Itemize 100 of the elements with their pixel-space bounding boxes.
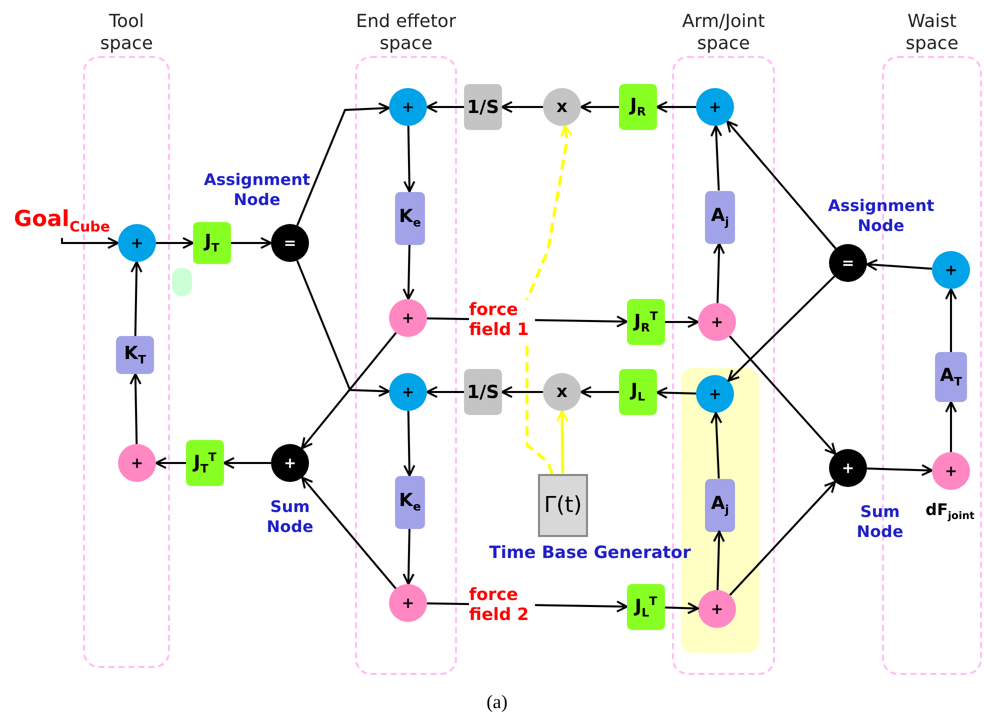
summing-node [389, 88, 427, 126]
arrow [301, 476, 397, 590]
operator-symbol: = [842, 254, 854, 272]
gain-block [705, 190, 735, 244]
arrow [728, 276, 836, 382]
operator-symbol: x [556, 97, 568, 117]
operator-symbol: + [130, 234, 144, 252]
arrow [580, 386, 619, 398]
gain-block [619, 84, 657, 130]
arrow [580, 101, 619, 113]
block-label: J$_{T}$ [204, 231, 220, 255]
block-label: J$_{L}$ [630, 380, 646, 404]
block-label: K$_{e}$ [399, 490, 421, 514]
arrow [501, 386, 543, 398]
summing-node [932, 452, 970, 490]
arrow [61, 237, 119, 249]
operator-symbol: = [284, 234, 296, 252]
arrow [866, 258, 932, 271]
block-label: J$_{R}$ [630, 95, 646, 119]
summing-node [389, 584, 427, 622]
arrow [130, 373, 142, 444]
summing-node [829, 244, 867, 282]
arrow [402, 528, 415, 585]
block-label: A$_{j}$ [711, 205, 729, 229]
generator-block [538, 474, 588, 536]
arrow [866, 464, 933, 476]
arrow [710, 412, 722, 479]
arrow [402, 244, 415, 300]
gain-block [395, 192, 425, 244]
summing-node [932, 251, 970, 289]
arrow [945, 401, 957, 452]
block-label: K$_{T}$ [124, 343, 146, 367]
arrow [156, 237, 194, 249]
operator-symbol: + [402, 309, 414, 327]
integrator-block [464, 84, 502, 130]
gain-block [627, 584, 665, 630]
operator-symbol: + [710, 313, 724, 331]
gain-block [395, 476, 425, 528]
operator-symbol: + [402, 383, 414, 401]
arrow [656, 386, 696, 399]
gain-block [935, 352, 967, 402]
arrow [729, 480, 836, 596]
arrow [296, 260, 390, 397]
operator-symbol: + [130, 454, 144, 472]
arrow [296, 102, 390, 226]
arrow [945, 288, 957, 352]
gain-block [186, 440, 224, 486]
node-caption: Time Base Generator [488, 543, 692, 563]
gain-block [619, 369, 657, 415]
arrow [556, 410, 568, 474]
gain-block [193, 222, 231, 264]
operator-symbol: + [402, 98, 414, 116]
arrow [728, 335, 836, 455]
summing-node [698, 590, 736, 628]
dashed-arrow [526, 124, 572, 474]
edge-label: force field 1 [468, 300, 535, 340]
operator-symbol: + [402, 594, 414, 612]
arrow [130, 261, 142, 336]
summing-node [271, 224, 309, 262]
node-caption: Assignment Node [828, 196, 934, 236]
node-caption: Sum Node [856, 502, 904, 542]
summing-node [118, 444, 156, 482]
arrow [501, 101, 543, 113]
summing-node [118, 224, 156, 262]
arrow [726, 120, 836, 250]
operator-symbol: + [284, 454, 296, 472]
arrow [710, 124, 722, 191]
block-label: Γ(t) [544, 492, 582, 518]
arrow [403, 126, 416, 192]
gain-block [705, 478, 735, 532]
arrow [712, 242, 725, 304]
operator-symbol: + [944, 462, 958, 480]
input-label: Goal$_{Cube}$ [14, 206, 110, 236]
arrow [403, 410, 416, 476]
block-label: 1/S [466, 96, 500, 118]
node-caption: Assignment Node [203, 170, 311, 210]
gain-block [627, 299, 665, 345]
arrow [656, 101, 696, 113]
block-label: K$_{e}$ [399, 206, 421, 230]
operator-symbol: x [556, 382, 568, 402]
operator-symbol: + [710, 600, 724, 618]
arrow [426, 101, 464, 113]
arrow [223, 457, 271, 469]
arrow [301, 332, 397, 450]
block-label: A$_{j}$ [711, 493, 729, 517]
arrow [426, 386, 464, 398]
arrow [664, 602, 699, 614]
multiplier-node [543, 88, 581, 126]
summing-node [698, 303, 736, 341]
integrator-block [464, 369, 502, 415]
node-caption: Sum Node [266, 497, 314, 537]
block-label: A$_{T}$ [940, 365, 962, 389]
operator-symbol: + [944, 261, 958, 279]
arrow [231, 237, 272, 249]
summing-node [271, 444, 309, 482]
operator-symbol: + [708, 98, 722, 116]
operator-symbol: + [842, 459, 854, 477]
summing-node [829, 449, 867, 487]
gain-block [116, 336, 154, 374]
summing-node [696, 88, 734, 126]
